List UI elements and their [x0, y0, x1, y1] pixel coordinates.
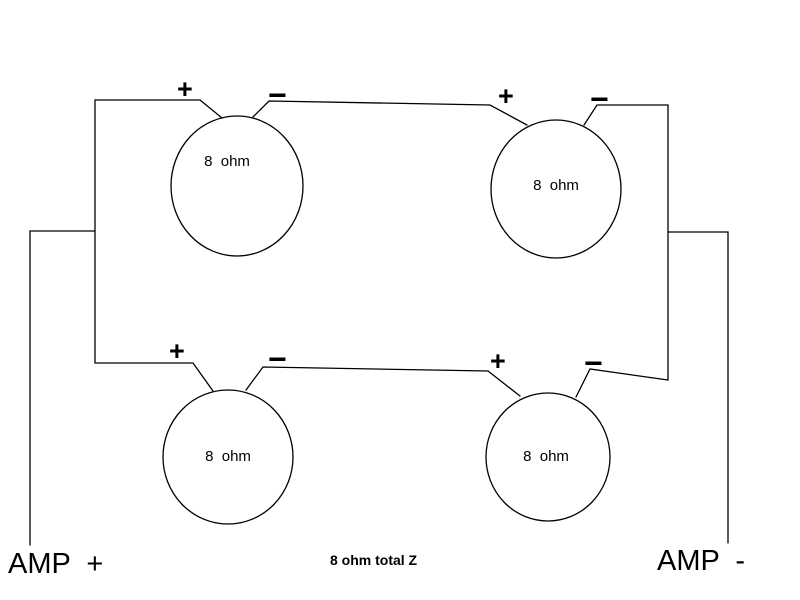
- terminal-bottom-right-negative-label: −: [584, 345, 603, 381]
- terminal-top-left-negative-label: −: [268, 77, 287, 113]
- terminal-top-right-positive-label: +: [498, 81, 514, 111]
- terminal-bottom-left-negative-label: −: [268, 341, 287, 377]
- wires: [29, 99, 729, 546]
- speaker-bottom-right-circle: [485, 392, 611, 522]
- total-impedance-caption: 8 ohm total Z: [330, 552, 418, 568]
- speaker-top-right-label: 8 ohm: [533, 177, 579, 194]
- amp-positive-label: AMP +: [8, 548, 104, 580]
- wire-bottom-right-negative: [575, 368, 669, 398]
- wire-top-left-positive: [94, 99, 223, 119]
- speaker-bottom-right-label: 8 ohm: [523, 448, 569, 465]
- wire-bottom-left-positive: [94, 362, 214, 392]
- wire-amp-negative-riser: [667, 231, 729, 544]
- speaker-circles: [162, 115, 622, 525]
- terminal-top-right-negative-label: −: [590, 81, 609, 117]
- speaker-bottom-left-circle: [162, 389, 294, 525]
- terminal-top-left-positive-label: +: [177, 74, 193, 104]
- amp-negative-label: AMP -: [657, 545, 746, 577]
- wire-top-right-negative: [583, 104, 669, 126]
- speaker-top-left-label: 8 ohm: [204, 153, 250, 170]
- wire-bottom-series: [245, 366, 521, 397]
- terminal-bottom-left-positive-label: +: [169, 336, 185, 366]
- wire-top-series: [252, 100, 528, 126]
- speaker-top-left-circle: [170, 115, 304, 257]
- terminal-bottom-right-positive-label: +: [490, 346, 506, 376]
- speaker-top-right-circle: [490, 119, 622, 259]
- speaker-bottom-left-label: 8 ohm: [205, 448, 251, 465]
- wire-amp-positive-riser: [29, 230, 96, 546]
